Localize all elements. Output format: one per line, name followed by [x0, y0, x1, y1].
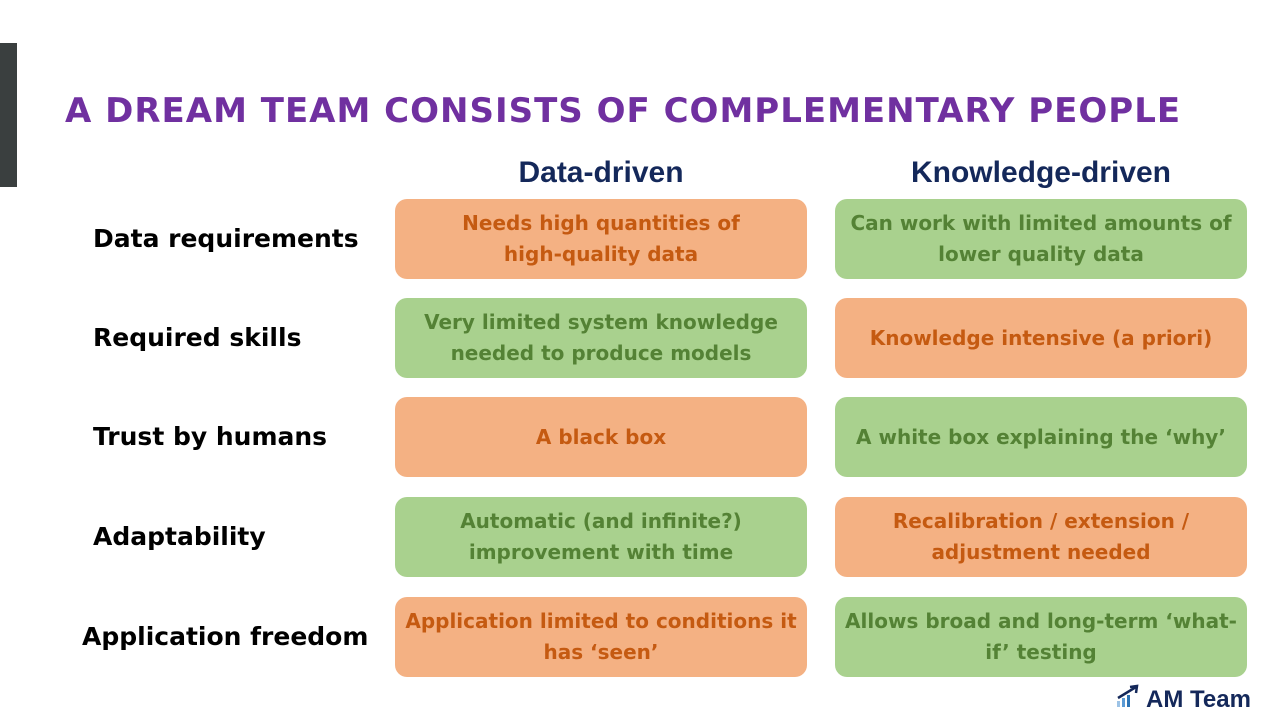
row-label-text: Data requirements — [93, 224, 359, 253]
cell-text: Recalibration / extension /adjustment ne… — [892, 509, 1190, 564]
cell-trust-by-humans-knowledge-driven: A white box explaining the ‘why’ — [835, 397, 1247, 477]
cell-text: A black box — [535, 424, 667, 449]
column-header-knowledge-driven: Knowledge-driven — [910, 156, 1172, 189]
am-team-logo: AM Team — [1116, 684, 1251, 715]
cell-text: Allows broad and long-term ‘what-if’ tes… — [845, 609, 1237, 664]
row-label-text: Required skills — [93, 323, 302, 352]
row-label-text: Application freedom — [82, 622, 369, 651]
cell-adaptability-knowledge-driven: Recalibration / extension /adjustment ne… — [835, 497, 1247, 577]
cell-adaptability-data-driven: Automatic (and infinite?)improvement wit… — [395, 497, 807, 577]
cell-text: Automatic (and infinite?)improvement wit… — [460, 509, 742, 564]
accent-bar — [0, 43, 17, 187]
row-label-text: Trust by humans — [93, 422, 328, 451]
trend-chart-icon — [1116, 684, 1140, 715]
row-label-text: Adaptability — [93, 522, 266, 551]
cell-text: A white box explaining the ‘why’ — [856, 424, 1226, 449]
column-header-data-driven: Data-driven — [518, 156, 684, 189]
slide-title: A DREAM TEAM CONSISTS OF COMPLEMENTARY P… — [65, 91, 1182, 131]
cell-application-freedom-knowledge-driven: Allows broad and long-term ‘what-if’ tes… — [835, 597, 1247, 677]
logo-text: AM Team — [1146, 685, 1251, 713]
cell-text: Knowledge intensive (a priori) — [869, 325, 1213, 350]
cell-trust-by-humans-data-driven: A black box — [395, 397, 807, 477]
cell-required-skills-knowledge-driven: Knowledge intensive (a priori) — [835, 298, 1247, 378]
